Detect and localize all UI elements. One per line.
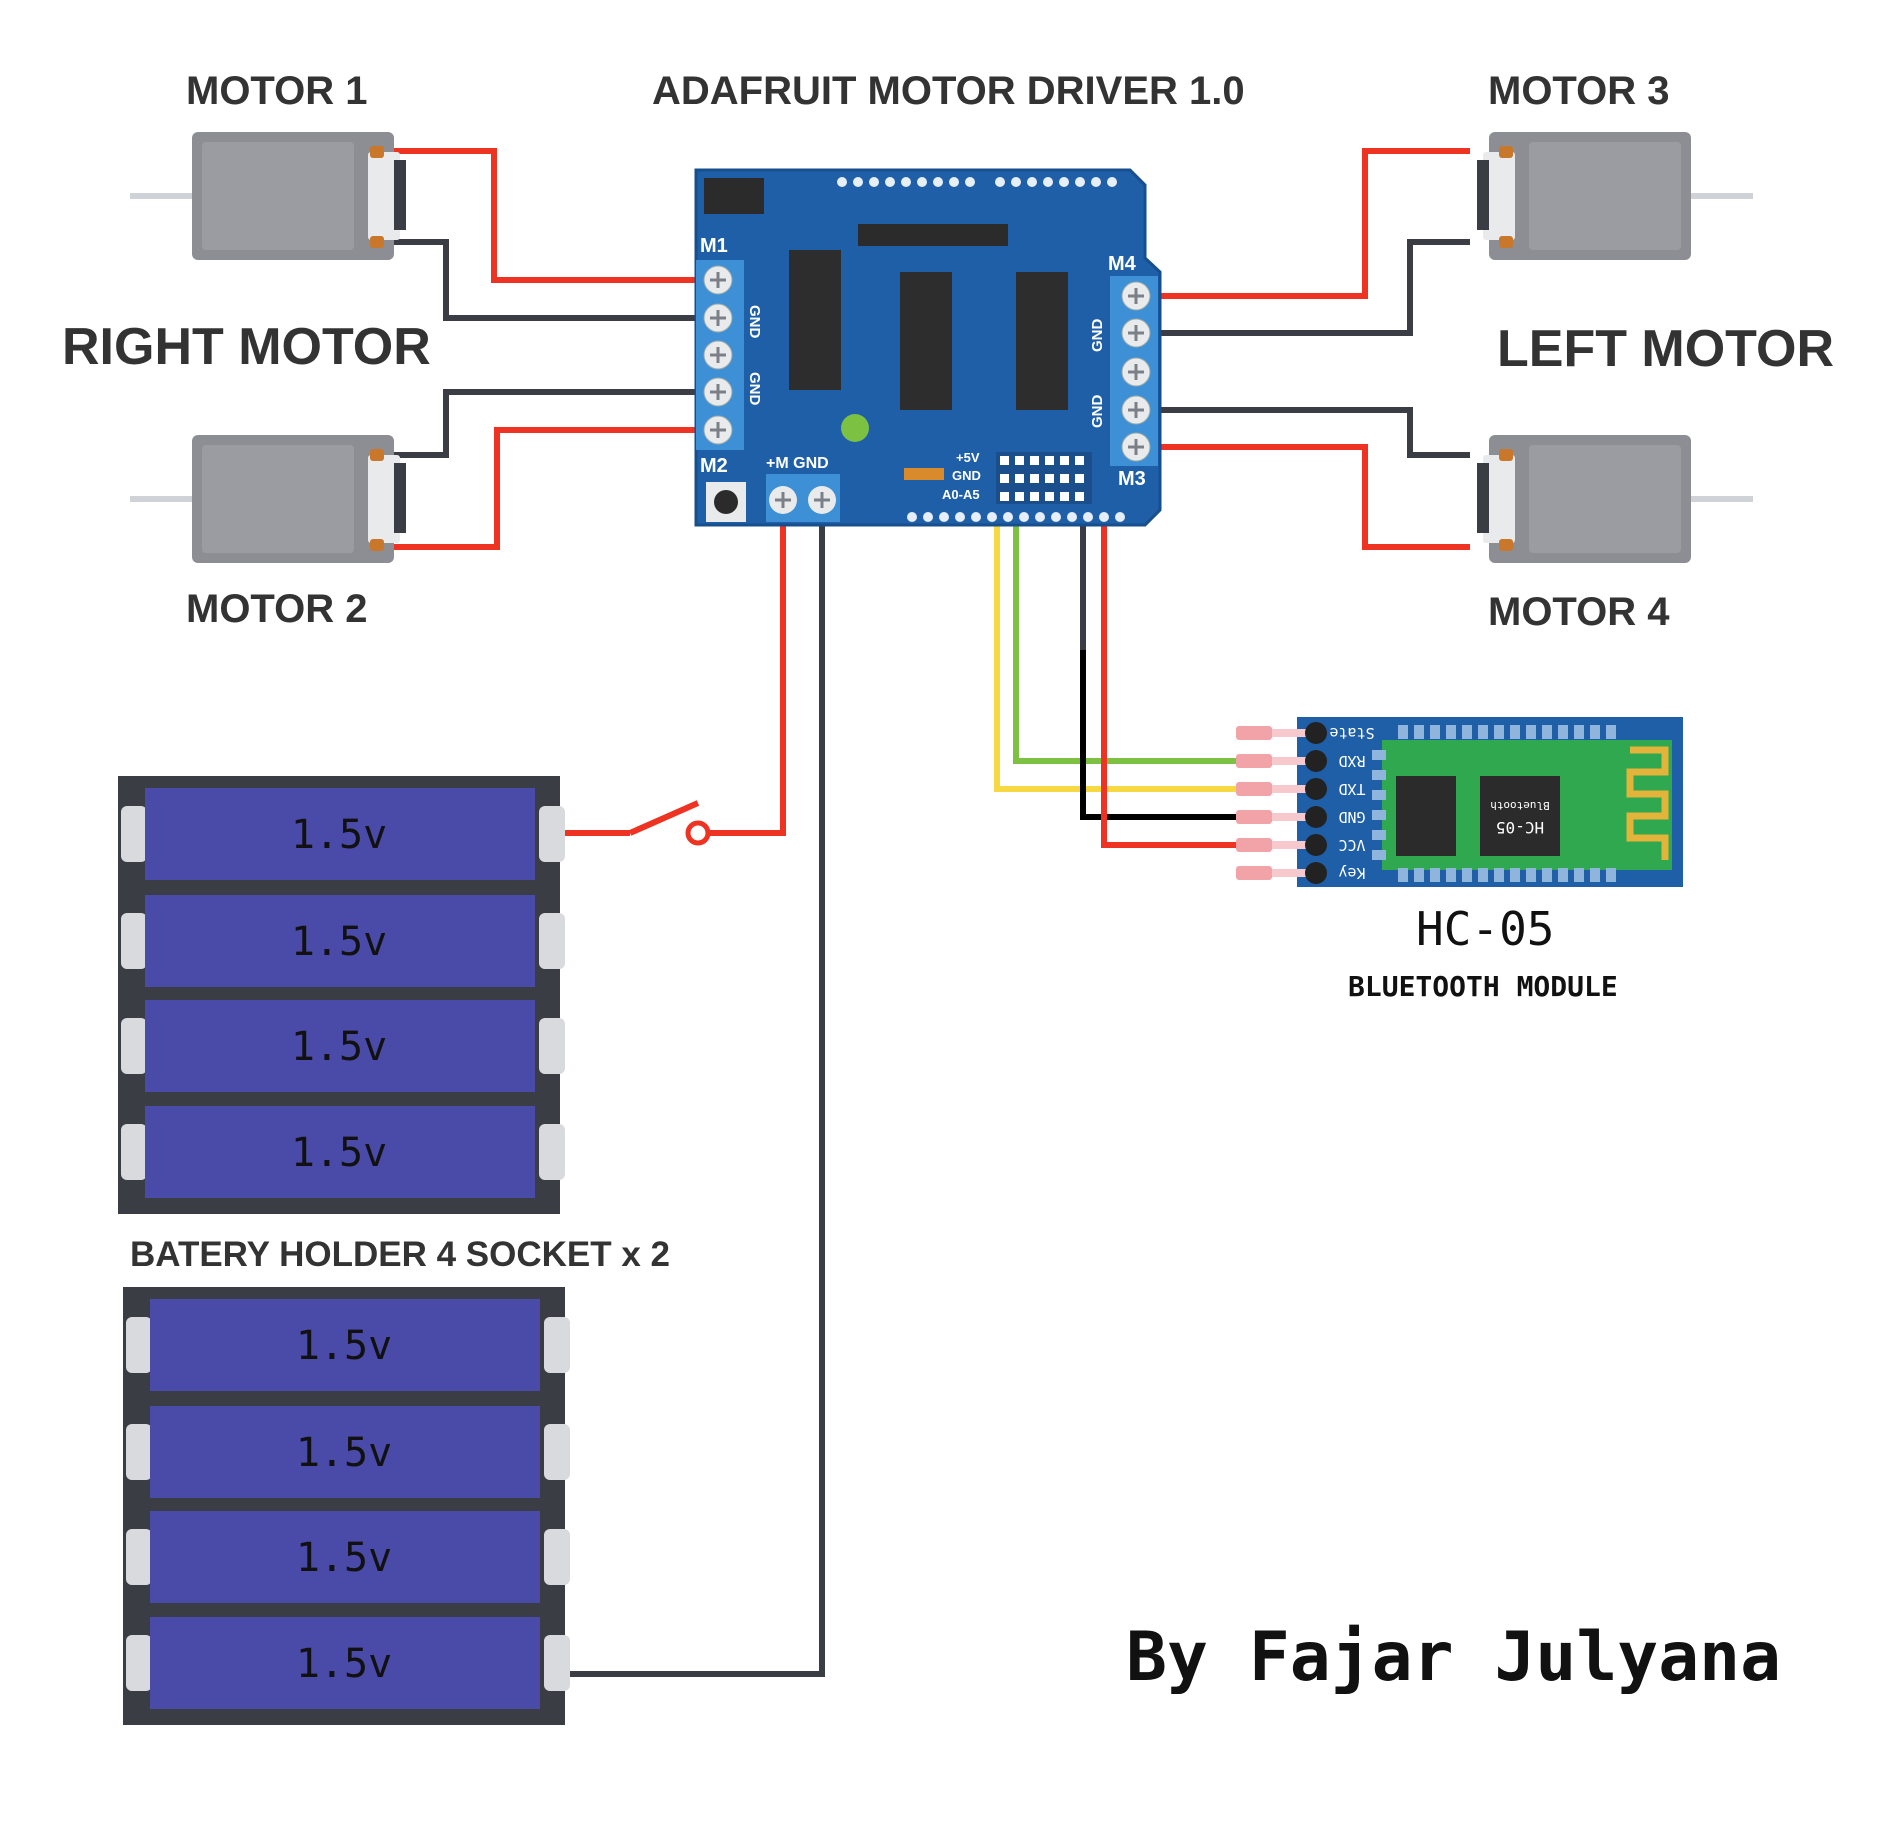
battery-cell: [150, 1511, 540, 1603]
ic-chip-1: [789, 250, 841, 390]
hc05-pin-label: TXD: [1338, 780, 1365, 798]
hc05-pin-label: RXD: [1338, 752, 1365, 770]
ic-chip-3: [1016, 272, 1068, 410]
hc05-pin-label: VCC: [1338, 836, 1365, 854]
battery-cell-label: 1.5v: [296, 1430, 392, 1476]
wire-motor3-black: [1143, 239, 1470, 336]
wire-motor1-red: [372, 148, 703, 283]
bottom-header-pins: [907, 512, 1125, 522]
motor2-label: MOTOR 2: [186, 587, 368, 631]
gnd-label-right-2: GND: [1089, 395, 1106, 429]
motor3-label: MOTOR 3: [1488, 69, 1670, 113]
motor1-label: MOTOR 1: [186, 69, 368, 113]
m3-label: M3: [1118, 468, 1146, 490]
wire-bt-black: [1080, 650, 1242, 820]
wire-motor2-black: [372, 389, 703, 458]
power-switch: [628, 800, 711, 846]
motor-2: [130, 435, 406, 563]
battery-cell: [145, 788, 535, 880]
terminal-block-left: [696, 260, 744, 450]
terminal-block-right: [1110, 276, 1158, 466]
wire-motor2-red: [372, 427, 703, 550]
hc05-chip-text1: HC-05: [1496, 818, 1544, 837]
top-header-pins: [837, 177, 1117, 187]
battery-cell: [145, 1106, 535, 1198]
battery-holder-1: 1.5v 1.5v 1.5v 1.5v: [118, 776, 565, 1214]
jumper: [904, 468, 944, 480]
battery-caption: BATERY HOLDER 4 SOCKET x 2: [130, 1235, 670, 1274]
battery-cell-label: 1.5v: [296, 1323, 392, 1369]
hc05-title: HC-05: [1416, 902, 1554, 956]
battery-cell-label: 1.5v: [291, 919, 387, 965]
wire-bt-yellow: [994, 495, 1242, 792]
author-credit: By Fajar Julyana: [1126, 1618, 1781, 1697]
power-led: [841, 414, 869, 442]
battery-cell-label: 1.5v: [291, 812, 387, 858]
motor-3: [1477, 132, 1753, 260]
a0a5-label: A0-A5: [942, 487, 980, 502]
battery-cell: [145, 1000, 535, 1092]
hc05-pin-label: Key: [1338, 864, 1365, 882]
wire-motor4-red: [1143, 444, 1470, 550]
battery-cell-label: 1.5v: [291, 1024, 387, 1070]
analog-header: [996, 452, 1092, 504]
wire-power-red: [698, 510, 786, 836]
wire-power-black: [560, 510, 825, 1677]
motor-4: [1477, 435, 1753, 563]
hc05-chip-main: [1480, 776, 1560, 856]
battery-cell-label: 1.5v: [291, 1130, 387, 1176]
m2-label: M2: [700, 455, 728, 477]
hc05-chip-small: [1396, 776, 1456, 856]
hc05-pin-label: GND: [1338, 808, 1365, 826]
wire-bt-green: [1013, 495, 1242, 764]
gnd-label-left-1: GND: [746, 305, 763, 339]
icsp-header: [704, 178, 764, 214]
wire-motor3-red: [1143, 148, 1470, 299]
shift-register: [858, 224, 1008, 246]
hc05-chip-text2: Bluetooth: [1490, 799, 1550, 812]
gnd-label-left-2: GND: [746, 372, 763, 406]
pgnd-label: GND: [952, 468, 981, 483]
motor-1: [130, 132, 406, 260]
battery-cell-label: 1.5v: [296, 1535, 392, 1581]
wire-motor1-black: [372, 239, 703, 321]
power-terminal-label: +M GND: [766, 455, 829, 472]
battery-holder-2: 1.5v 1.5v 1.5v 1.5v: [123, 1287, 570, 1725]
driver-title: ADAFRUIT MOTOR DRIVER 1.0: [652, 69, 1245, 113]
hc05-pin-label: State: [1329, 724, 1374, 742]
right-motor-label: RIGHT MOTOR: [62, 318, 431, 376]
ic-chip-2: [900, 272, 952, 410]
wire-motor4-black: [1143, 407, 1470, 458]
battery-cell-label: 1.5v: [296, 1641, 392, 1687]
battery-cell: [145, 895, 535, 987]
battery-cell: [150, 1406, 540, 1498]
m1-label: M1: [700, 235, 728, 257]
motor4-label: MOTOR 4: [1488, 590, 1670, 634]
hc05-subtitle: BLUETOOTH MODULE: [1348, 970, 1618, 1003]
gnd-label-right-1: GND: [1089, 319, 1106, 353]
battery-cell: [150, 1299, 540, 1391]
wires: [372, 148, 1470, 1677]
p5v-label: +5V: [956, 450, 980, 465]
power-terminal: [766, 474, 840, 522]
m4-label: M4: [1108, 253, 1137, 275]
left-motor-label: LEFT MOTOR: [1497, 320, 1834, 378]
motor-driver-board: M1 M2 M4 M3 GND GND GND GND +M GND +5V G…: [694, 168, 1162, 527]
hc05-antenna: [1626, 746, 1669, 860]
battery-cell: [150, 1617, 540, 1709]
